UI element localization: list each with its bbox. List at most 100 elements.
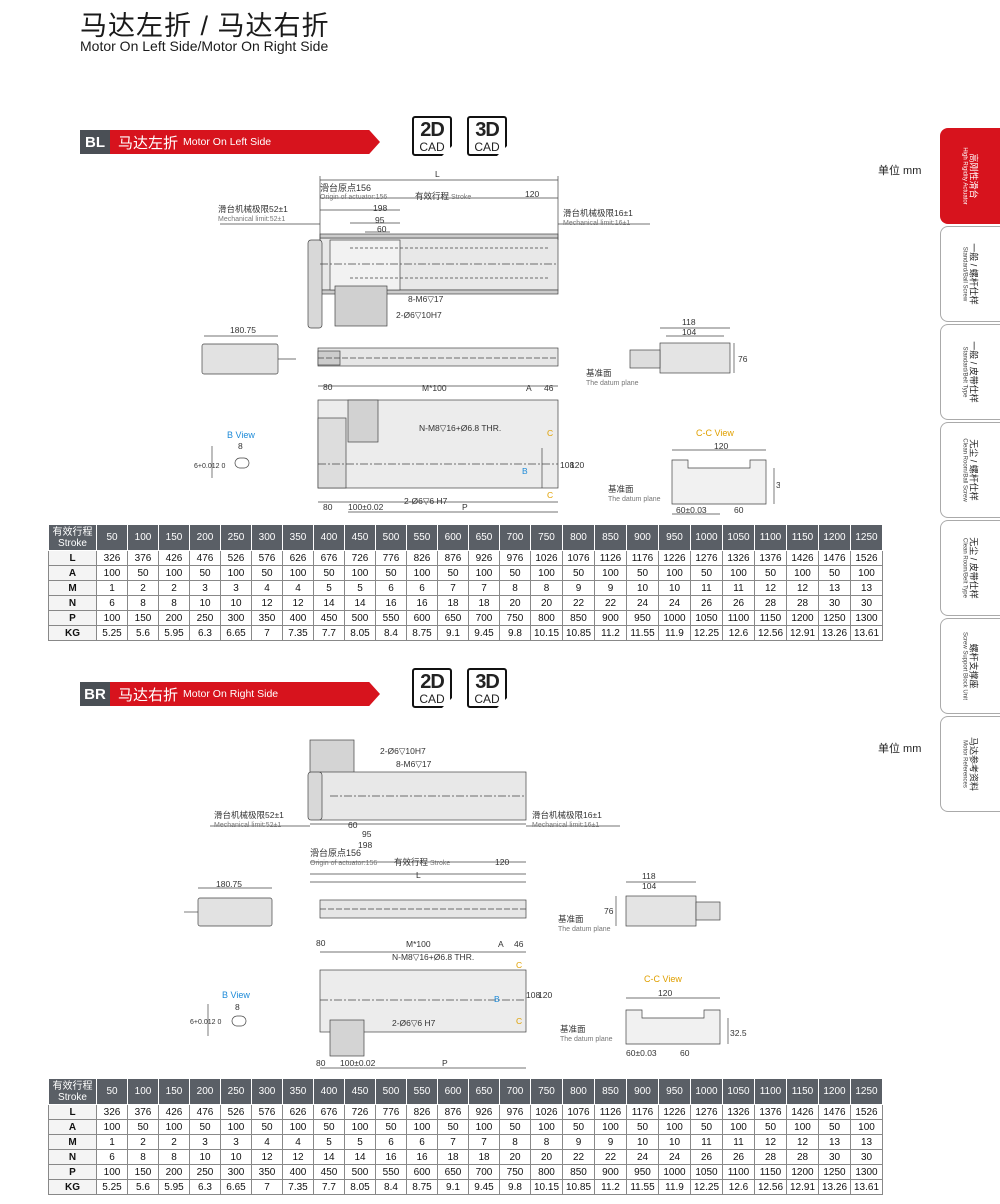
dim-80: 80 — [323, 382, 333, 392]
unit-label: 单位 mm — [878, 165, 922, 177]
table-cell: 12.25 — [690, 1179, 723, 1195]
stroke-label-cn: 有效行程 — [394, 857, 429, 867]
origin-label-cn: 滑台原点156 — [310, 847, 361, 858]
table-cell: 5.95 — [158, 625, 190, 641]
table-cell: 13.61 — [850, 1179, 883, 1195]
stroke-column-header: 1050 — [722, 524, 755, 551]
stroke-header-cn: 有效行程 — [52, 1080, 93, 1092]
dim-80-bottom: 80 — [323, 502, 333, 512]
dim-100-tol: 100±0.02 — [348, 502, 384, 512]
table-cell: 426 — [158, 1104, 190, 1120]
stroke-column-header: 700 — [499, 524, 531, 551]
datum-label-cn: 基准面 — [586, 368, 612, 378]
technical-drawing-br: 2-Ø6▽10H7 8-M6▽17 滑台机械极限52±1 Mechanical … — [184, 739, 747, 1069]
table-cell: 50 — [690, 565, 723, 581]
stroke-column-header: 1000 — [690, 524, 723, 551]
2d-cad-button[interactable]: 2D CAD — [412, 668, 452, 708]
table-cell: 24 — [658, 595, 691, 611]
datum-cc-cn: 基准面 — [608, 484, 634, 494]
table-cell: 1000 — [658, 1164, 691, 1180]
table-cell: 8 — [499, 580, 531, 596]
side-tab-label-cn: 马达参考资料 — [968, 736, 978, 792]
actuator-side-view — [319, 899, 527, 919]
table-cell: 100 — [344, 565, 376, 581]
dim-120: 120 — [525, 189, 539, 199]
table-cell: 9.1 — [437, 1179, 469, 1195]
table-cell: 1050 — [690, 610, 723, 626]
cc-view-label: C-C View — [696, 428, 734, 438]
table-cell: 426 — [158, 550, 190, 566]
stroke-column-header: 1100 — [754, 524, 787, 551]
table-cell: 250 — [189, 610, 221, 626]
table-cell: 800 — [530, 610, 563, 626]
stroke-column-header: 850 — [594, 1078, 627, 1105]
table-cell: 8.75 — [406, 625, 438, 641]
table-cell: 26 — [722, 1149, 755, 1165]
side-tab-label-en: Standard/Ball Screw — [961, 246, 967, 302]
table-cell: 1376 — [754, 550, 787, 566]
motor-end-view — [201, 343, 279, 375]
row-label: N — [48, 1149, 97, 1165]
table-cell: 50 — [127, 565, 159, 581]
table-cell: 476 — [189, 1104, 221, 1120]
b-view-slot — [234, 457, 250, 469]
table-cell: 50 — [437, 1119, 469, 1135]
table-cell: 376 — [127, 1104, 159, 1120]
table-cell: 2 — [127, 1134, 159, 1150]
stroke-column-header: 1250 — [850, 1078, 883, 1105]
row-label: KG — [48, 1179, 97, 1195]
table-cell: 550 — [375, 1164, 407, 1180]
table-cell: 6 — [375, 1134, 407, 1150]
table-cell: 100 — [468, 565, 500, 581]
table-cell: 826 — [406, 1104, 438, 1120]
dim-60-cc: 60 — [680, 1048, 690, 1058]
table-cell: 6.3 — [189, 1179, 221, 1195]
b-mark: B — [522, 466, 528, 476]
table-cell: 100 — [594, 565, 627, 581]
page-title: 马达左折 / 马达右折 — [80, 11, 330, 41]
table-cell: 300 — [220, 610, 252, 626]
table-cell: 100 — [530, 565, 563, 581]
table-cell: 6.65 — [220, 1179, 252, 1195]
table-cell: 300 — [220, 1164, 252, 1180]
2d-cad-button[interactable]: 2D CAD — [412, 116, 452, 156]
table-cell: 5 — [313, 580, 345, 596]
table-cell: 100 — [658, 1119, 691, 1135]
dim-P: P — [462, 502, 468, 512]
cad-3d-label: 3D — [475, 119, 500, 141]
table-cell: 500 — [344, 610, 376, 626]
table-cell: 50 — [437, 565, 469, 581]
pin-label: 2-Ø6▽6 H7 — [404, 496, 448, 506]
dim-8: 8 — [238, 441, 243, 451]
table-cell: 7.35 — [282, 625, 314, 641]
table-cell: 50 — [189, 1119, 221, 1135]
dim-108: 108 — [526, 990, 540, 1000]
actuator-side-view — [317, 347, 559, 367]
table-cell: 50 — [375, 565, 407, 581]
datum-label-cn: 基准面 — [558, 914, 584, 924]
row-label: L — [48, 1104, 97, 1120]
c-mark-bottom: C — [516, 1016, 522, 1026]
section-title-bar: 马达左折 Motor On Left Side — [110, 130, 380, 154]
table-cell: 16 — [406, 1149, 438, 1165]
3d-cad-button[interactable]: 3D CAD — [467, 116, 507, 156]
table-cell: 100 — [220, 565, 252, 581]
table-cell: 926 — [468, 1104, 500, 1120]
table-cell: 1476 — [818, 1104, 851, 1120]
3d-cad-button[interactable]: 3D CAD — [467, 668, 507, 708]
dim-120-cc: 120 — [714, 441, 728, 451]
dim-60: 60 — [348, 820, 358, 830]
